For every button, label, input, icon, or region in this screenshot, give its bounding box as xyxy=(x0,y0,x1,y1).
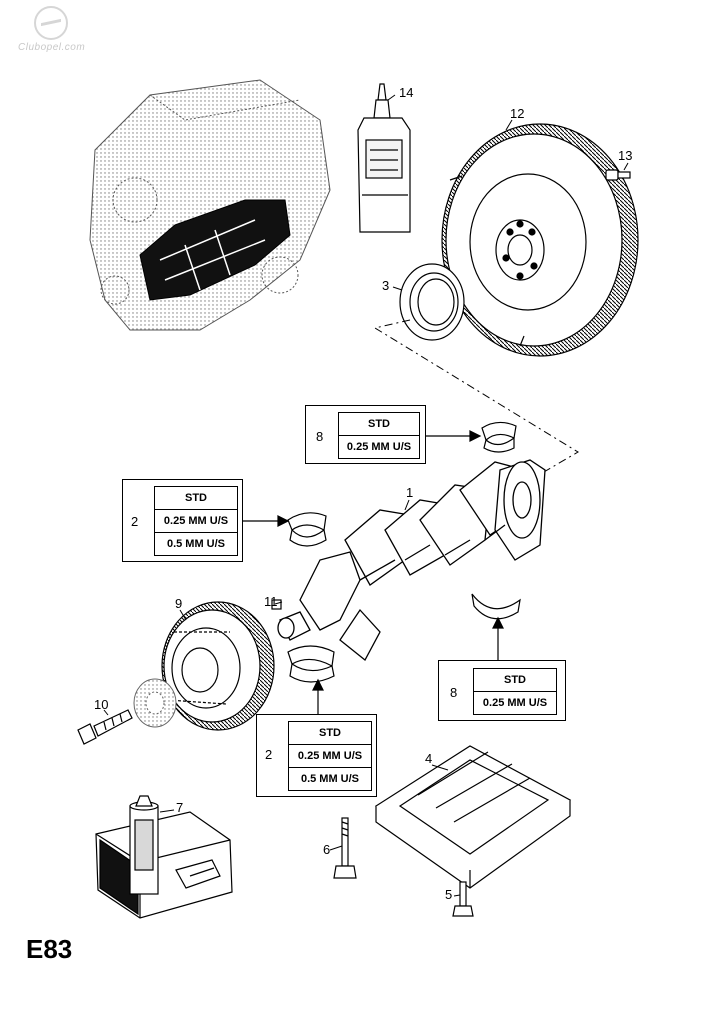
bearing-shell-lower-8 xyxy=(471,593,521,620)
long-bolt-illustration xyxy=(333,817,357,879)
size-box-main-bearing-upper: 8 STD 0.25 MM U/S xyxy=(305,405,426,464)
size-row-05: 0.5 MM U/S xyxy=(154,532,238,556)
watermark-text: Clubopel.com xyxy=(18,42,86,53)
callout-3: 3 xyxy=(382,278,390,293)
size-row-025: 0.25 MM U/S xyxy=(338,435,420,459)
callout-9: 9 xyxy=(175,596,183,611)
callout-12: 12 xyxy=(510,106,525,121)
flywheel-bolt-illustration xyxy=(605,169,631,181)
callout-11: 11 xyxy=(264,594,278,609)
crankshaft-seal-illustration xyxy=(399,263,465,341)
engine-assembly-illustration xyxy=(89,79,331,331)
crankshaft-illustration xyxy=(277,459,546,661)
sealant-kit-illustration xyxy=(95,795,233,919)
size-row-05: 0.5 MM U/S xyxy=(288,767,372,791)
pulley-bolt-illustration xyxy=(77,709,133,745)
bearing-shell-upper-2 xyxy=(287,512,327,547)
callout-1: 1 xyxy=(406,485,414,500)
size-box-part-number: 8 xyxy=(450,685,458,700)
size-row-std: STD xyxy=(288,721,372,745)
bearing-shell-upper-8 xyxy=(481,421,517,453)
size-row-std: STD xyxy=(473,668,557,692)
crankshaft-pulley-illustration xyxy=(161,601,275,731)
bearing-frame-illustration xyxy=(374,745,572,889)
callout-13: 13 xyxy=(618,148,633,163)
size-row-025: 0.25 MM U/S xyxy=(473,691,557,715)
sealant-bottle-illustration xyxy=(357,83,411,233)
size-box-part-number: 2 xyxy=(265,747,273,762)
woodruff-key-illustration xyxy=(271,599,282,610)
size-box-con-rod-bearing-upper: 2 STD 0.25 MM U/S 0.5 MM U/S xyxy=(122,479,243,562)
opel-logo-watermark xyxy=(34,6,68,40)
size-row-std: STD xyxy=(338,412,420,436)
callout-leaders xyxy=(103,94,629,897)
size-row-std: STD xyxy=(154,486,238,510)
size-box-part-number: 8 xyxy=(316,429,324,444)
size-row-025: 0.25 MM U/S xyxy=(288,744,372,768)
bearing-shell-lower-2 xyxy=(287,645,335,683)
pulley-washer-illustration xyxy=(133,678,177,728)
page-code: E83 xyxy=(26,934,73,964)
callout-7: 7 xyxy=(176,800,184,815)
short-bolt-illustration xyxy=(452,881,474,917)
callout-10: 10 xyxy=(94,697,109,712)
size-box-con-rod-bearing-lower: 2 STD 0.25 MM U/S 0.5 MM U/S xyxy=(256,714,377,797)
flywheel-illustration xyxy=(441,123,639,357)
callout-6: 6 xyxy=(323,842,331,857)
size-box-part-number: 2 xyxy=(131,514,139,529)
size-box-main-bearing-lower: 8 STD 0.25 MM U/S xyxy=(438,660,566,721)
size-row-025: 0.25 MM U/S xyxy=(154,509,238,533)
callout-5: 5 xyxy=(445,887,453,902)
callout-4: 4 xyxy=(425,751,433,766)
callout-14: 14 xyxy=(399,85,414,100)
